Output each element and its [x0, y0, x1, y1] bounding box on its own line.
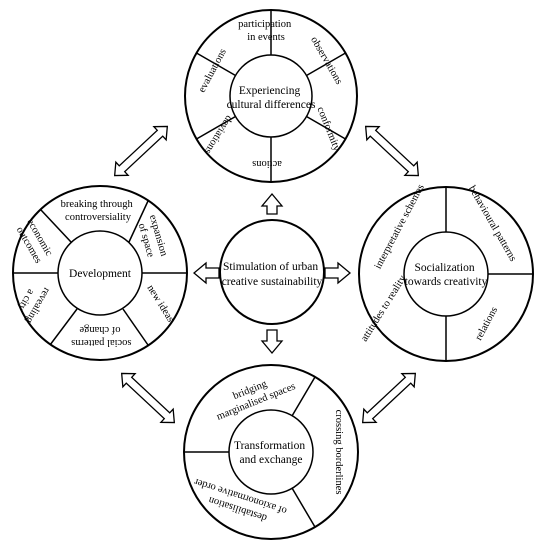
bottom-seg-crossing: crossing borderlines	[333, 410, 344, 495]
left-circle: Development breaking through controversi…	[12, 185, 188, 361]
right-title-2: towards creativity	[405, 276, 488, 288]
svg-text:Experiencing cultural di: Experiencing cultural differences	[227, 85, 316, 111]
center-line-1: Stimulation of urban	[223, 261, 318, 273]
svg-text:Socialization towards cr: Socialization towards creativity	[405, 262, 488, 288]
arrow-right-bottom	[361, 372, 417, 424]
center-line-2: creative sustainability	[222, 276, 323, 288]
right-title-1: Socialization	[415, 262, 475, 274]
top-seg-participation: participation in events	[238, 19, 294, 43]
arrow-center-to-left	[192, 261, 220, 285]
top-title-1: Experiencing	[239, 85, 301, 97]
center-circle: Stimulation of urban creative sustainabi…	[219, 219, 325, 325]
top-seg-actions: actions	[252, 158, 282, 169]
arrow-center-to-bottom	[260, 329, 284, 355]
arrow-top-left	[113, 125, 169, 177]
arrows	[113, 125, 420, 424]
bottom-title-1: Transformation	[234, 440, 305, 452]
top-title-2: cultural differences	[227, 99, 316, 111]
svg-text:Transformation and excha: Transformation and exchange	[234, 440, 308, 466]
left-title: Development	[69, 268, 132, 280]
bottom-circle: Transformation and exchange bridging mar…	[183, 364, 359, 540]
bottom-title-2: and exchange	[240, 454, 303, 466]
arrow-top-right	[364, 125, 420, 177]
top-circle: Experiencing cultural differences partic…	[184, 9, 358, 183]
arrow-left-bottom	[120, 372, 176, 424]
left-seg-social-patterns: social patterns of change	[69, 324, 132, 348]
right-circle: Socialization towards creativity interpr…	[358, 183, 534, 362]
arrow-center-to-top	[260, 192, 284, 215]
svg-text:Stimulation of urban cre: Stimulation of urban creative sustainabi…	[222, 261, 323, 288]
arrow-center-to-right	[324, 261, 352, 285]
left-seg-breaking: breaking through controversiality	[61, 199, 136, 223]
